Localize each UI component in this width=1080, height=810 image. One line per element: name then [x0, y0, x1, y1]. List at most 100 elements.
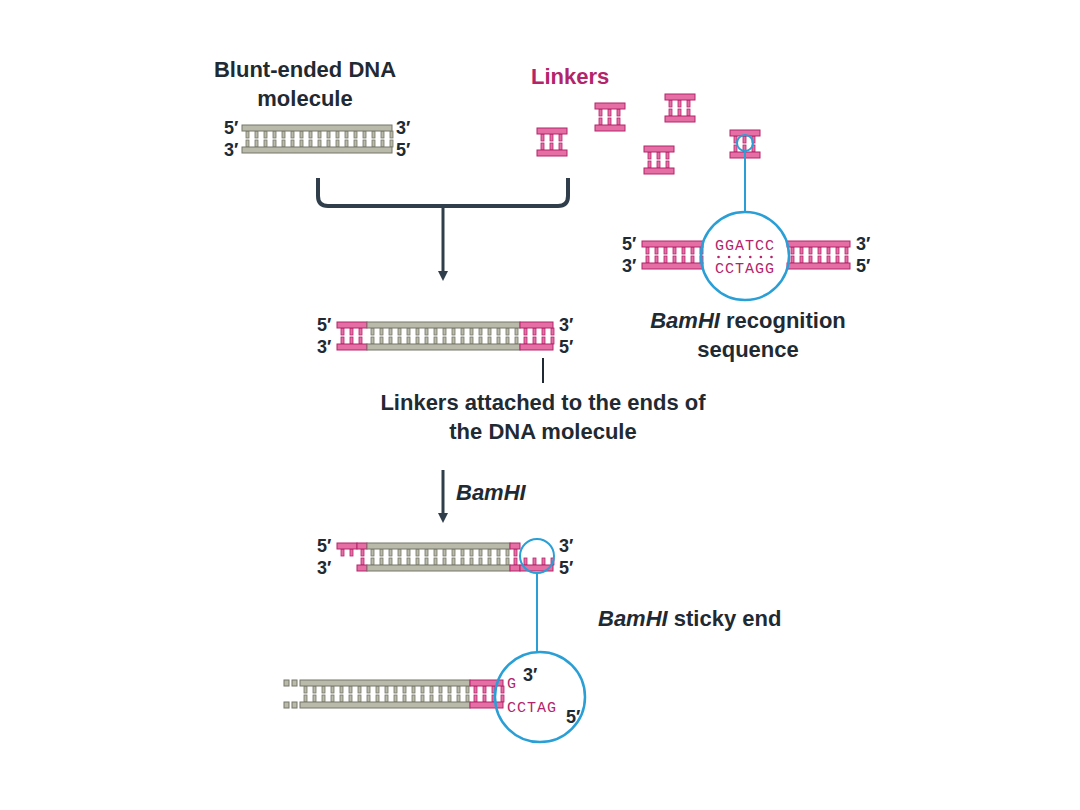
base-pair	[349, 686, 352, 693]
base-pair	[514, 558, 517, 565]
base-pair	[363, 131, 366, 138]
base-pair	[389, 549, 392, 556]
base-pair	[407, 328, 410, 335]
pair-dot	[760, 256, 763, 259]
base-pair	[673, 247, 676, 254]
base-pair	[336, 131, 339, 138]
dna-strand	[644, 146, 674, 152]
strand-end: 3′	[622, 256, 636, 277]
dna-strand	[510, 565, 520, 571]
base-pair	[617, 118, 620, 125]
base-pair	[371, 558, 374, 565]
base-pair	[300, 140, 303, 147]
base-pair	[678, 100, 681, 107]
base-pair	[845, 247, 848, 254]
base-pair	[385, 686, 388, 693]
base-pair	[398, 337, 401, 344]
base-pair	[483, 695, 486, 702]
base-pair	[542, 558, 545, 565]
dna-strand	[595, 103, 625, 109]
base-pair	[381, 140, 384, 147]
dna-strand	[510, 543, 520, 549]
base-pair	[304, 686, 307, 693]
strand-end: 3′	[559, 536, 573, 557]
base-pair	[372, 140, 375, 147]
enzyme-label: BamHI	[650, 308, 720, 333]
base-pair	[291, 140, 294, 147]
base-pair	[350, 328, 353, 335]
base-pair	[691, 256, 694, 263]
base-pair	[657, 161, 660, 168]
base-pair	[322, 695, 325, 702]
base-pair	[380, 328, 383, 335]
base-pair	[443, 549, 446, 556]
strand-end: 3′	[396, 118, 410, 139]
dna-strand	[787, 241, 850, 247]
base-pair	[506, 549, 509, 556]
base-pair	[340, 686, 343, 693]
base-pair	[304, 695, 307, 702]
base-pair	[255, 131, 258, 138]
base-pair	[282, 131, 285, 138]
base-pair	[367, 686, 370, 693]
base-pair	[599, 109, 602, 116]
base-pair	[541, 143, 544, 150]
base-pair	[515, 337, 518, 344]
base-pair	[678, 109, 681, 116]
base-pair	[416, 549, 419, 556]
base-pair	[506, 558, 509, 565]
base-pair	[452, 549, 455, 556]
base-pair	[309, 131, 312, 138]
base-pair	[403, 695, 406, 702]
base-pair	[470, 337, 473, 344]
base-pair	[791, 256, 794, 263]
base-pair	[542, 337, 545, 344]
strand-end: 5′	[224, 118, 238, 139]
dna-strand-break	[284, 680, 289, 686]
base-pair	[367, 695, 370, 702]
pair-dot	[728, 256, 731, 259]
base-pair	[354, 140, 357, 147]
strand-end: 5′	[856, 256, 870, 277]
label-text: sticky end	[674, 606, 782, 631]
base-pair	[550, 134, 553, 141]
zoom-circle	[495, 652, 585, 742]
base-pair	[461, 558, 464, 565]
enzyme-label: BamHI	[598, 606, 668, 631]
base-pair	[425, 558, 428, 565]
pair-dot	[770, 256, 773, 259]
enzyme-label: BamHI	[456, 478, 526, 507]
base-pair	[359, 328, 362, 335]
base-pair	[448, 686, 451, 693]
base-pair	[664, 247, 667, 254]
zoom-circle	[737, 135, 753, 151]
dna-strand	[665, 94, 695, 100]
base-pair	[466, 695, 469, 702]
base-pair	[488, 337, 491, 344]
base-pair	[474, 686, 477, 693]
base-pair	[818, 247, 821, 254]
dna-strand-break	[292, 680, 297, 686]
base-pair	[743, 136, 746, 143]
base-pair	[497, 337, 500, 344]
base-pair	[479, 549, 482, 556]
base-pair	[524, 558, 527, 565]
base-pair	[322, 686, 325, 693]
base-pair	[434, 549, 437, 556]
base-pair	[666, 161, 669, 168]
dna-strand	[357, 543, 367, 549]
base-pair	[474, 695, 477, 702]
base-pair	[452, 337, 455, 344]
base-pair	[687, 109, 690, 116]
base-pair	[313, 686, 316, 693]
dna-strand	[470, 702, 503, 708]
base-pair	[385, 695, 388, 702]
base-pair	[341, 549, 344, 556]
strand-end: 5′	[566, 707, 580, 728]
base-pair	[416, 337, 419, 344]
base-pair	[542, 328, 545, 335]
base-pair	[664, 256, 667, 263]
base-pair	[524, 337, 527, 344]
base-pair	[551, 337, 554, 344]
